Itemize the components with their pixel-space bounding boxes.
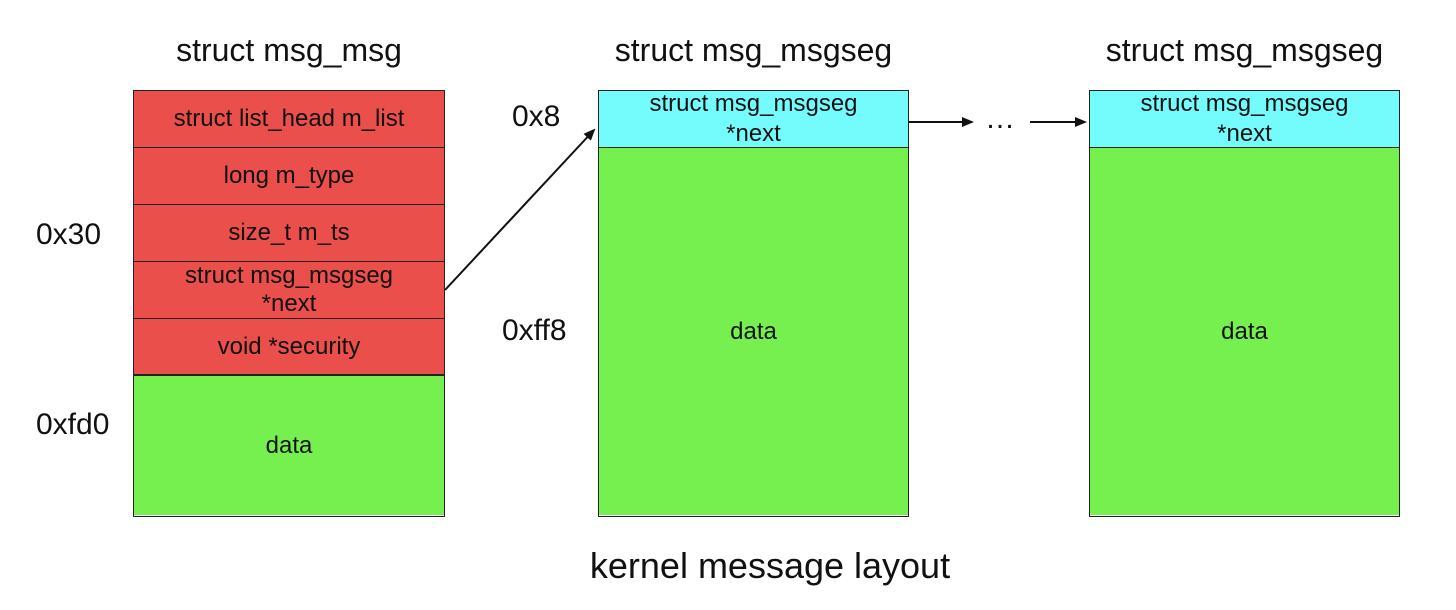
msgseg-1-next-field: struct msg_msgseg *next [599,90,908,148]
msg-msg-title: struct msg_msg [176,32,402,68]
m-ts-field: size_t m_ts [134,205,444,262]
msgseg-1-data-label: data [730,317,777,345]
msgseg-2-next-field: struct msg_msgseg *next [1090,90,1399,148]
m-type-label: long m_type [223,162,355,189]
next-pointer-field: struct msg_msgseg *next [134,262,444,319]
m-ts-label: size_t m_ts [228,219,350,246]
msg-msgseg-header-size: 0x8 [512,100,561,133]
msg-msgseg-1-title: struct msg_msgseg [614,32,893,68]
msgseg-1-data-area: data [599,148,908,515]
msg-msg-data-size: 0xfd0 [36,408,110,441]
security-label: void *security [217,332,361,360]
next-pointer-label: struct msg_msgseg *next [184,262,394,317]
security-field: void *security [134,319,444,375]
m-type-field: long m_type [134,148,444,205]
msg-msgseg-1-block: struct msg_msgseg *next data [598,90,909,517]
msg-msg-header-size: 0x30 [36,218,102,251]
msg-msg-data-area: data [134,375,444,515]
msg-msg-block: struct list_head m_list long m_type size… [133,90,445,517]
msgseg-2-next-label: struct msg_msgseg *next [1140,90,1349,147]
msgseg-1-next-label: struct msg_msgseg *next [649,90,858,147]
msg-msgseg-2-block: struct msg_msgseg *next data [1089,90,1400,517]
msgseg-2-data-label: data [1221,317,1268,345]
m-list-label: struct list_head m_list [173,105,405,132]
msgseg-2-data-area: data [1090,148,1399,515]
msg-msg-data-label: data [265,431,313,459]
msg-to-msgseg-arrow [444,128,596,291]
msg-msgseg-data-size: 0xff8 [502,314,567,347]
m-list-field: struct list_head m_list [134,91,444,148]
diagram-caption: kernel message layout [589,545,951,586]
msg-msgseg-2-title: struct msg_msgseg [1105,32,1384,68]
chain-ellipsis: … [985,102,1015,135]
